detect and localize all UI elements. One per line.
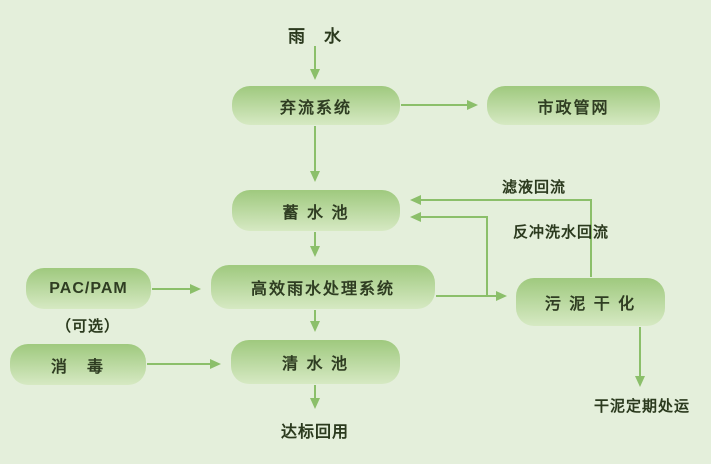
arrow-backwash-return <box>410 212 488 296</box>
node-diversion-system: 弃流系统 <box>232 86 400 125</box>
label-drymud-disposal: 干泥定期处运 <box>593 398 690 415</box>
node-pac-pam: PAC/PAM <box>26 268 151 309</box>
node-disinfection: 消 毒 <box>10 344 146 385</box>
label-optional: （可选） <box>55 318 120 335</box>
label-backwash-return: 反冲洗水回流 <box>513 224 610 241</box>
node-clearwater-pool: 清 水 池 <box>231 340 400 384</box>
label-reuse: 达标回用 <box>280 424 349 441</box>
node-storage-pool: 蓄 水 池 <box>232 190 400 231</box>
label-rainwater: 雨 水 <box>288 27 342 46</box>
label-filtrate-return: 滤液回流 <box>502 179 567 196</box>
arrow-filtrate-return <box>410 195 592 277</box>
node-municipal-network: 市政管网 <box>487 86 660 125</box>
node-treatment-system: 高效雨水处理系统 <box>211 265 435 309</box>
node-sludge-drying: 污 泥 干 化 <box>516 278 665 326</box>
